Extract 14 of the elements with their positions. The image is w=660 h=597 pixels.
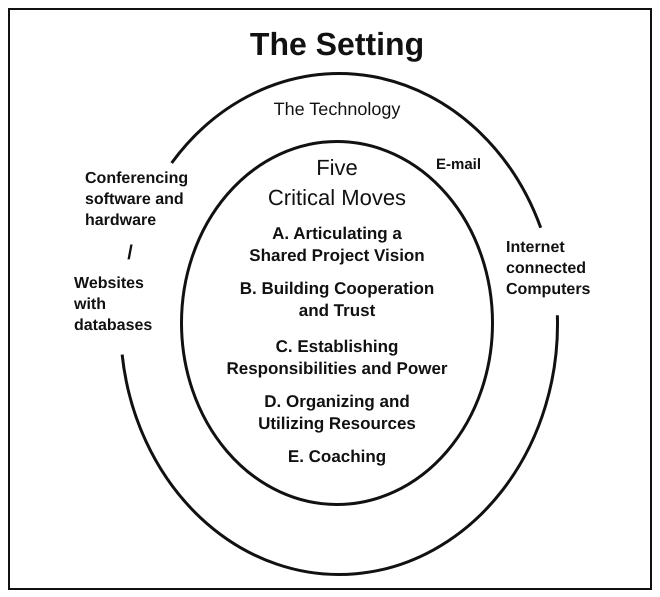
move-item: E. Coaching <box>286 446 388 468</box>
move-item: A. Articulating a Shared Project Vision <box>248 223 426 268</box>
title-text: The Setting <box>248 25 426 64</box>
ring-label: Websites with databases <box>74 274 154 336</box>
ring-heading: The Technology <box>272 98 402 121</box>
move-item: B. Building Cooperation and Trust <box>238 278 436 322</box>
ring-label: Conferencing software and hardware <box>85 169 190 231</box>
ring-label: E-mail <box>436 155 482 174</box>
setting-frame <box>8 8 652 590</box>
move-item: C. Establishing Responsibilities and Power <box>225 336 449 380</box>
move-item: D. Organizing and Utilizing Resources <box>257 391 417 436</box>
ellipse-heading: Five Critical Moves <box>266 154 408 212</box>
slash-label: / <box>126 241 134 266</box>
ring-label: Internet connected Computers <box>506 238 592 300</box>
